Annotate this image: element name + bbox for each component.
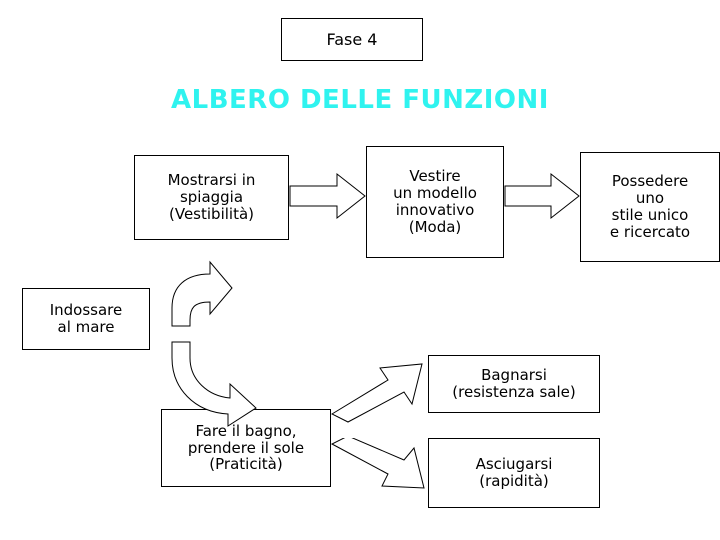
phase-title-text: Fase 4 <box>326 30 378 49</box>
arrow-mostrarsi-to-vestire <box>289 172 366 220</box>
node-vestire[interactable]: Vestire un modello innovativo (Moda) <box>366 146 504 258</box>
arrow-fare-il-bagno-to-bagnarsi <box>330 363 423 423</box>
arrow-fare-il-bagno-to-asciugarsi <box>330 438 425 489</box>
arrow-indossare-to-mostrarsi <box>171 260 233 327</box>
page-title: ALBERO DELLE FUNZIONI <box>0 85 720 115</box>
node-asciugarsi-label: Asciugarsi (rapidità) <box>475 455 553 490</box>
arrow-indossare-to-fare-il-bagno <box>171 341 257 427</box>
node-vestire-label: Vestire un modello innovativo (Moda) <box>393 167 477 236</box>
page-title-text: ALBERO DELLE FUNZIONI <box>171 85 549 115</box>
phase-title-box: Fase 4 <box>281 18 423 61</box>
node-fare-il-bagno[interactable]: Fare il bagno, prendere il sole (Pratici… <box>161 409 331 487</box>
node-bagnarsi-label: Bagnarsi (resistenza sale) <box>452 366 576 401</box>
node-mostrarsi[interactable]: Mostrarsi in spiaggia (Vestibilità) <box>134 155 289 240</box>
node-possedere[interactable]: Possedere uno stile unico e ricercato <box>580 152 720 262</box>
node-indossare-label: Indossare al mare <box>49 301 123 336</box>
node-bagnarsi[interactable]: Bagnarsi (resistenza sale) <box>428 355 600 413</box>
node-indossare[interactable]: Indossare al mare <box>22 288 150 350</box>
node-possedere-label: Possedere uno stile unico e ricercato <box>609 172 691 241</box>
node-asciugarsi[interactable]: Asciugarsi (rapidità) <box>428 438 600 508</box>
arrow-vestire-to-possedere <box>504 172 580 220</box>
node-fare-il-bagno-label: Fare il bagno, prendere il sole (Pratici… <box>187 421 305 474</box>
node-mostrarsi-label: Mostrarsi in spiaggia (Vestibilità) <box>167 171 256 223</box>
